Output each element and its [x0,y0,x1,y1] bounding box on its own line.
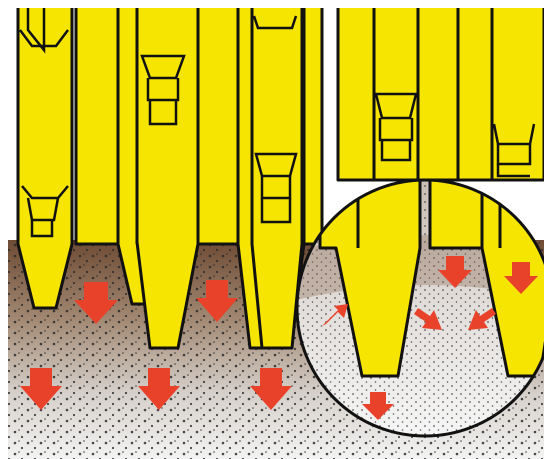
arrow-down-5 [250,368,292,410]
lens-arrow-5 [468,308,496,330]
lens-rod-2 [318,180,422,378]
lens-arrow-6 [362,392,394,420]
rod-couplings [19,8,536,238]
lens-arrow-4 [414,308,442,330]
lens-arrow-3 [322,304,348,326]
arrow-down-3 [20,368,62,410]
arrow-down-2 [196,280,238,322]
rod-5 [250,8,304,350]
arrow-down-4 [138,368,180,410]
rod-7 [336,8,544,182]
rod-6 [302,8,324,252]
lens-arrow-2 [504,262,538,294]
rod-3 [135,8,200,350]
lens-rim [295,178,544,438]
arrow-down-1 [74,282,118,324]
main-arrows [20,280,292,410]
lens-arrow-1 [438,256,472,288]
